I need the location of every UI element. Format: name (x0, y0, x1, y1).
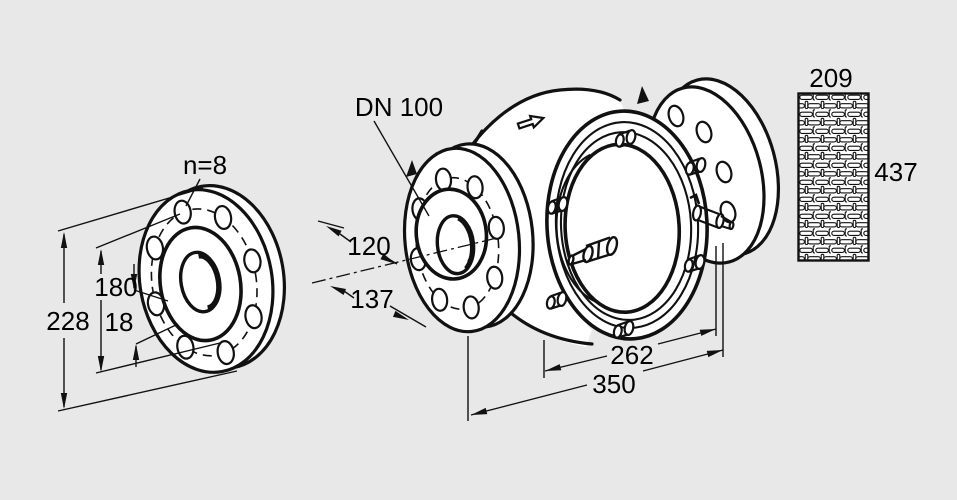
flow-direction-arrow (516, 114, 546, 130)
bolt-hole (462, 295, 480, 320)
bolt-hole (243, 248, 262, 274)
arrowhead (699, 329, 716, 336)
mesh-screen-swatch (797, 92, 870, 262)
dim-label-137: 137 (350, 284, 393, 314)
arrowhead (706, 350, 723, 358)
strainer-cover (545, 109, 709, 341)
outlet-flange-holes (667, 104, 737, 224)
bolt-hole (173, 199, 192, 225)
label-nominal-diameter: DN 100 (355, 92, 443, 122)
dim-label-180: 180 (94, 272, 137, 302)
bolt-hole (216, 340, 235, 366)
dim-label-228: 228 (46, 306, 89, 336)
arrowhead (393, 310, 409, 320)
arrowhead (97, 249, 105, 265)
valve-isometric-view (402, 77, 781, 347)
inlet-flange (402, 142, 535, 334)
dimension-annotations (57, 120, 724, 421)
arrowhead (326, 226, 342, 237)
bolt-hole (487, 215, 505, 240)
arrowhead (97, 356, 105, 372)
arrowhead (330, 286, 346, 295)
dim-label-209: 209 (809, 63, 852, 93)
extension-line (57, 187, 238, 412)
dim-label-120: 120 (347, 231, 390, 261)
bolt-hole (715, 160, 733, 184)
arrowhead (471, 407, 488, 415)
text-labels: n=8 DN 100 228 180 18 120 137 262 350 20… (46, 63, 917, 399)
bolt-circle-dashed (150, 208, 258, 357)
dim-label-437: 437 (874, 157, 917, 187)
dim-label-350: 350 (592, 369, 635, 399)
pipe-centerline (311, 235, 506, 284)
side-plug (689, 193, 735, 231)
label-bolt-count: n=8 (183, 150, 227, 180)
mesh-pattern-rect (797, 92, 870, 262)
body-edge-wedge (406, 160, 417, 177)
cover-ring-inner (559, 131, 693, 322)
extension-line (95, 213, 221, 374)
cover-plate-highlight (555, 153, 597, 303)
arrowhead (132, 344, 140, 360)
bolt-hole (213, 204, 233, 230)
arrowhead (130, 274, 138, 290)
extension-line (467, 243, 724, 421)
leader-dn100 (373, 120, 430, 217)
arrowhead (60, 393, 68, 409)
bolt-hole (145, 235, 165, 261)
bolt-hole (466, 175, 484, 200)
bolt-hole (667, 104, 685, 128)
body-edge-wedge (637, 86, 649, 104)
arrowhead (380, 253, 396, 264)
arrowhead (545, 364, 562, 371)
bolt-hole (430, 287, 449, 312)
bolt-hole (695, 120, 713, 144)
bore-wall-arc (462, 222, 473, 263)
bolt-hole (486, 265, 504, 290)
bore-wall-arc (198, 253, 222, 311)
dim-line-137 (343, 290, 427, 328)
body-edge-tick (472, 129, 484, 146)
drain-plug (567, 236, 619, 266)
bolt-hole (244, 304, 263, 330)
dim-label-18: 18 (105, 307, 134, 337)
flange-detail-view (137, 184, 287, 374)
leader-n8 (185, 178, 201, 207)
dim-label-262: 262 (610, 340, 653, 370)
inlet-bore (435, 214, 476, 276)
arrowhead (60, 232, 68, 248)
